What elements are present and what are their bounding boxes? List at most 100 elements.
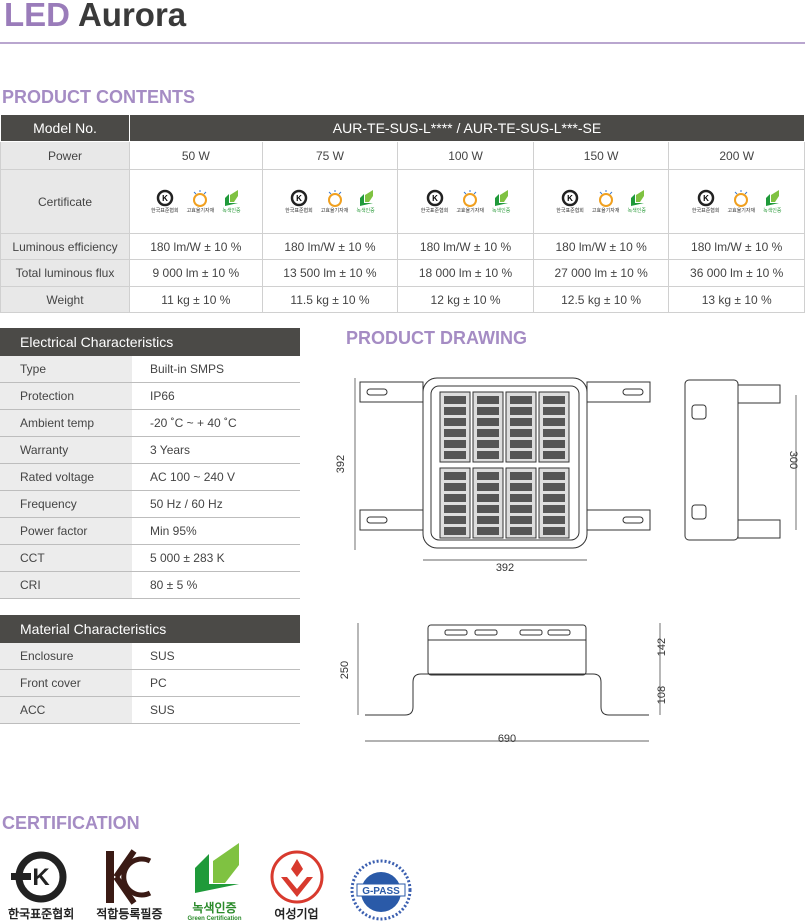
spec-row: Frequency 50 Hz / 60 Hz: [0, 491, 300, 518]
svg-text:K: K: [432, 194, 438, 203]
product-contents-heading: PRODUCT CONTENTS: [2, 87, 195, 107]
spec-value: 5 000 ± 283 K: [150, 551, 225, 565]
dim-side-height: 300: [787, 451, 799, 469]
spec-label: Ambient temp: [0, 410, 132, 436]
title-divider: [0, 42, 805, 44]
spec-value: PC: [150, 676, 167, 690]
svg-text:K: K: [567, 194, 573, 203]
certification-heading: CERTIFICATION: [2, 813, 140, 833]
spec-row: ACC SUS: [0, 697, 300, 724]
front-view: 690 250 142 108: [339, 623, 668, 745]
green-cert-icon: 녹색인증: [222, 189, 241, 214]
spec-label: Rated voltage: [0, 464, 132, 490]
green-cert-icon: 녹색인증: [763, 189, 782, 214]
spec-row: CRI 80 ± 5 %: [0, 572, 300, 599]
high-efficiency-icon: 고효율기자재: [187, 189, 214, 214]
model-value: AUR-TE-SUS-L**** / AUR-TE-SUS-L***-SE: [129, 114, 805, 142]
spec-value: Built-in SMPS: [150, 362, 225, 376]
high-efficiency-icon: 고효율기자재: [592, 189, 620, 214]
svg-text:K: K: [162, 194, 168, 203]
spec-value: 50 Hz / 60 Hz: [150, 497, 223, 511]
svg-text:G-PASS: G-PASS: [362, 886, 400, 897]
spec-label: Enclosure: [0, 643, 132, 669]
spec-label: Type: [0, 356, 132, 382]
spec-label: Front cover: [0, 670, 132, 696]
spec-row: Warranty 3 Years: [0, 437, 300, 464]
spec-value: SUS: [150, 649, 175, 663]
spec-label: CRI: [0, 572, 132, 598]
dim-top-width: 392: [496, 562, 514, 574]
spec-value: Min 95%: [150, 524, 197, 538]
dim-front-bracket: 108: [656, 686, 668, 704]
high-efficiency-icon: 고효율기자재: [728, 189, 755, 214]
women-enterprise-mark-icon: [270, 850, 323, 904]
green-cert-icon: 녹색인증: [492, 189, 510, 214]
table-row: Luminous efficiency 180 lm/W ± 10 %180 l…: [0, 233, 805, 260]
product-contents-table: Model No.AUR-TE-SUS-L**** / AUR-TE-SUS-L…: [0, 114, 805, 313]
material-heading: Material Characteristics: [0, 615, 300, 643]
kc-mark-icon: [106, 849, 152, 905]
spec-label: Frequency: [0, 491, 132, 517]
leaf-icon: [194, 843, 239, 893]
table-row: Total luminous flux 9 000 lm ± 10 %13 50…: [0, 259, 805, 287]
top-view: 392 392: [335, 377, 651, 574]
product-drawing-heading: PRODUCT DRAWING: [346, 328, 527, 348]
spec-row: Enclosure SUS: [0, 643, 300, 670]
gpass-mark-icon: G-PASS: [350, 859, 411, 921]
product-drawing: 392 392 300 690 250 142 108: [335, 377, 799, 745]
svg-text:K: K: [32, 864, 50, 891]
spec-row: Power factor Min 95%: [0, 518, 300, 545]
svg-text:K: K: [296, 194, 302, 203]
dim-front-body: 142: [656, 638, 668, 656]
model-label: Model No.: [0, 114, 130, 142]
dim-front-width: 690: [498, 733, 516, 745]
spec-label: Protection: [0, 383, 132, 409]
spec-label: Power factor: [0, 518, 132, 544]
electrical-characteristics-table: Electrical Characteristics Type Built-in …: [0, 328, 300, 599]
spec-value: SUS: [150, 703, 175, 717]
dim-front-total: 250: [339, 661, 351, 679]
ks-mark-icon: K: [11, 851, 67, 903]
green-cert-icon: 녹색인증: [628, 189, 646, 214]
spec-value: 3 Years: [150, 443, 191, 457]
spec-value: AC 100 ~ 240 V: [150, 470, 236, 484]
electrical-heading: Electrical Characteristics: [0, 328, 300, 356]
gpass-logo: G-PASS: [349, 858, 413, 922]
spec-row: Protection IP66: [0, 383, 300, 410]
spec-row: Rated voltage AC 100 ~ 240 V: [0, 464, 300, 491]
spec-row: Type Built-in SMPS: [0, 356, 300, 383]
spec-value: -20 ˚C ~ + 40 ˚C: [150, 416, 237, 430]
svg-text:K: K: [703, 194, 709, 203]
table-row: Weight 11 kg ± 10 %11.5 kg ± 10 %12 kg ±…: [0, 286, 805, 313]
spec-label: ACC: [0, 697, 132, 723]
women-enterprise-logo: 여성기업: [267, 849, 327, 922]
kstandard-logo: K 한국표준협회: [8, 849, 74, 922]
spec-label: CCT: [0, 545, 132, 571]
side-view: 300: [684, 379, 799, 541]
spec-row: CCT 5 000 ± 283 K: [0, 545, 300, 572]
green-cert-icon: 녹색인증: [356, 189, 375, 214]
spec-label: Warranty: [0, 437, 132, 463]
spec-value: 80 ± 5 %: [150, 578, 198, 592]
spec-value: IP66: [150, 389, 175, 403]
page-title: LED Aurora: [4, 0, 187, 33]
spec-row: Ambient temp -20 ˚C ~ + 40 ˚C: [0, 410, 300, 437]
kc-logo: 적합등록필증: [96, 849, 163, 922]
high-efficiency-icon: 고효율기자재: [456, 189, 484, 214]
spec-row: Front cover PC: [0, 670, 300, 697]
dim-top-height: 392: [335, 455, 347, 473]
